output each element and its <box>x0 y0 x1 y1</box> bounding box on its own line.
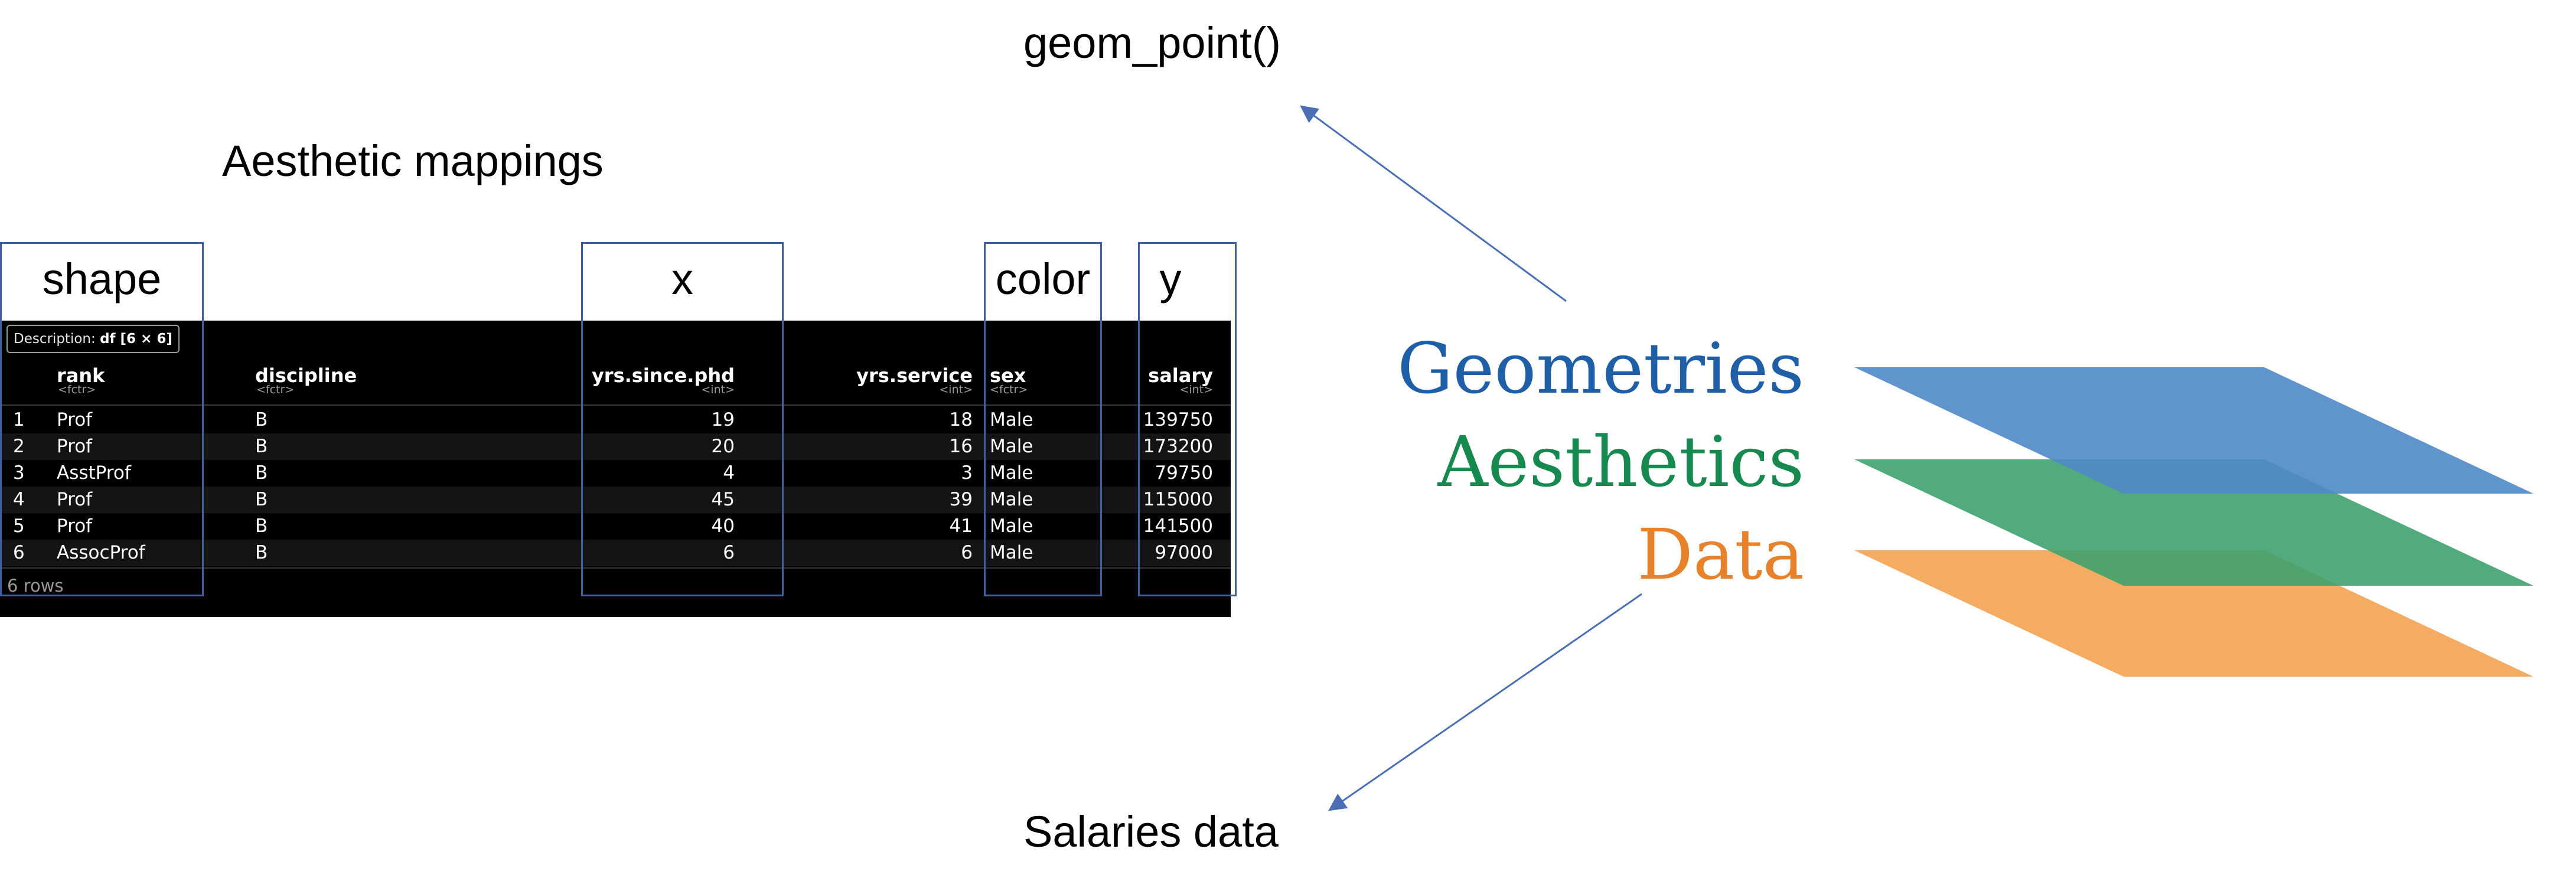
cell-salary: 173200 <box>1143 436 1213 457</box>
data-layer-plane <box>1854 550 2533 677</box>
aesthetics-label: Aesthetics <box>1437 421 1804 502</box>
description-prefix: Description: <box>14 331 96 347</box>
row-index: 2 <box>13 436 25 457</box>
y-mapping-label: y <box>1159 254 1182 303</box>
cell-salary: 115000 <box>1143 489 1213 510</box>
cell-rank: Prof <box>57 436 93 457</box>
row-index: 3 <box>13 462 25 484</box>
column-header-sex: sex <box>990 364 1026 387</box>
cell-yrs-service: 6 <box>961 542 973 563</box>
column-header-yrs-service: yrs.service <box>856 364 973 387</box>
cell-sex: Male <box>990 542 1033 563</box>
cell-rank: Prof <box>57 409 93 430</box>
cell-yrs-since-phd: 6 <box>723 542 735 563</box>
table-row: 5 Prof B 40 41 Male 141500 <box>0 513 1231 540</box>
data-label: Data <box>1637 514 1804 595</box>
cell-discipline: B <box>255 542 268 563</box>
column-type-discipline: <fctr> <box>256 383 295 396</box>
column-type-rank: <fctr> <box>58 383 96 396</box>
row-index: 4 <box>13 489 25 510</box>
shape-mapping-label: shape <box>42 254 162 303</box>
aesthetics-layer-plane <box>1854 459 2533 586</box>
geometries-arrow <box>1300 105 1567 302</box>
data-arrow <box>1328 593 1642 811</box>
cell-salary: 139750 <box>1143 409 1213 430</box>
footer-divider <box>0 567 1231 569</box>
description-value: df [6 × 6] <box>100 331 172 347</box>
row-index: 1 <box>13 409 25 430</box>
color-mapping-label: color <box>995 254 1091 303</box>
column-type-salary: <int> <box>1179 383 1213 396</box>
color-mapping-box <box>984 242 1102 596</box>
x-mapping-box <box>581 242 784 596</box>
cell-yrs-since-phd: 4 <box>723 462 735 484</box>
cell-yrs-service: 18 <box>949 409 973 430</box>
cell-rank: AsstProf <box>57 462 131 484</box>
cell-discipline: B <box>255 409 268 430</box>
cell-salary: 97000 <box>1155 542 1213 563</box>
table-row: 4 Prof B 45 39 Male 115000 <box>0 487 1231 513</box>
cell-yrs-since-phd: 45 <box>711 489 735 510</box>
cell-discipline: B <box>255 462 268 484</box>
cell-yrs-since-phd: 19 <box>711 409 735 430</box>
column-header-yrs-since-phd: yrs.since.phd <box>591 364 735 387</box>
cell-yrs-service: 39 <box>949 489 973 510</box>
cell-yrs-since-phd: 40 <box>711 515 735 537</box>
row-index: 6 <box>13 542 25 563</box>
column-type-yrs-since-phd: <int> <box>701 383 735 396</box>
table-row: 6 AssocProf B 6 6 Male 97000 <box>0 540 1231 566</box>
table-row: 3 AsstProf B 4 3 Male 79750 <box>0 460 1231 487</box>
column-header-rank: rank <box>57 364 105 387</box>
geometries-layer-plane <box>1854 367 2533 494</box>
geometries-label: Geometries <box>1397 328 1804 409</box>
cell-yrs-service: 16 <box>949 436 973 457</box>
cell-discipline: B <box>255 436 268 457</box>
cell-rank: Prof <box>57 489 93 510</box>
cell-rank: AssocProf <box>57 542 145 563</box>
aesthetic-mappings-title: Aesthetic mappings <box>222 136 604 185</box>
column-header-discipline: discipline <box>255 364 357 387</box>
cell-yrs-since-phd: 20 <box>711 436 735 457</box>
header-divider <box>0 404 1231 406</box>
cell-yrs-service: 3 <box>961 462 973 484</box>
cell-salary: 79750 <box>1155 462 1213 484</box>
cell-sex: Male <box>990 409 1033 430</box>
cell-sex: Male <box>990 515 1033 537</box>
cell-salary: 141500 <box>1143 515 1213 537</box>
cell-sex: Male <box>990 462 1033 484</box>
cell-rank: Prof <box>57 515 93 537</box>
table-row: 1 Prof B 19 18 Male 139750 <box>0 407 1231 433</box>
row-count-footer: 6 rows <box>7 576 64 596</box>
y-mapping-box <box>1138 242 1237 596</box>
cell-sex: Male <box>990 436 1033 457</box>
row-index: 5 <box>13 515 25 537</box>
column-header-salary: salary <box>1148 364 1213 387</box>
geom-point-title: geom_point() <box>1023 18 1282 67</box>
cell-yrs-service: 41 <box>949 515 973 537</box>
x-mapping-label: x <box>671 254 693 303</box>
cell-sex: Male <box>990 489 1033 510</box>
column-type-sex: <fctr> <box>990 383 1028 396</box>
cell-discipline: B <box>255 515 268 537</box>
shape-mapping-box <box>0 242 204 596</box>
table-description: Description: df [6 × 6] <box>6 325 180 353</box>
salaries-data-title: Salaries data <box>1023 807 1279 856</box>
column-type-yrs-service: <int> <box>939 383 973 396</box>
table-row: 2 Prof B 20 16 Male 173200 <box>0 433 1231 460</box>
cell-discipline: B <box>255 489 268 510</box>
salaries-data-table: Description: df [6 × 6] rank <fctr> disc… <box>0 321 1231 617</box>
